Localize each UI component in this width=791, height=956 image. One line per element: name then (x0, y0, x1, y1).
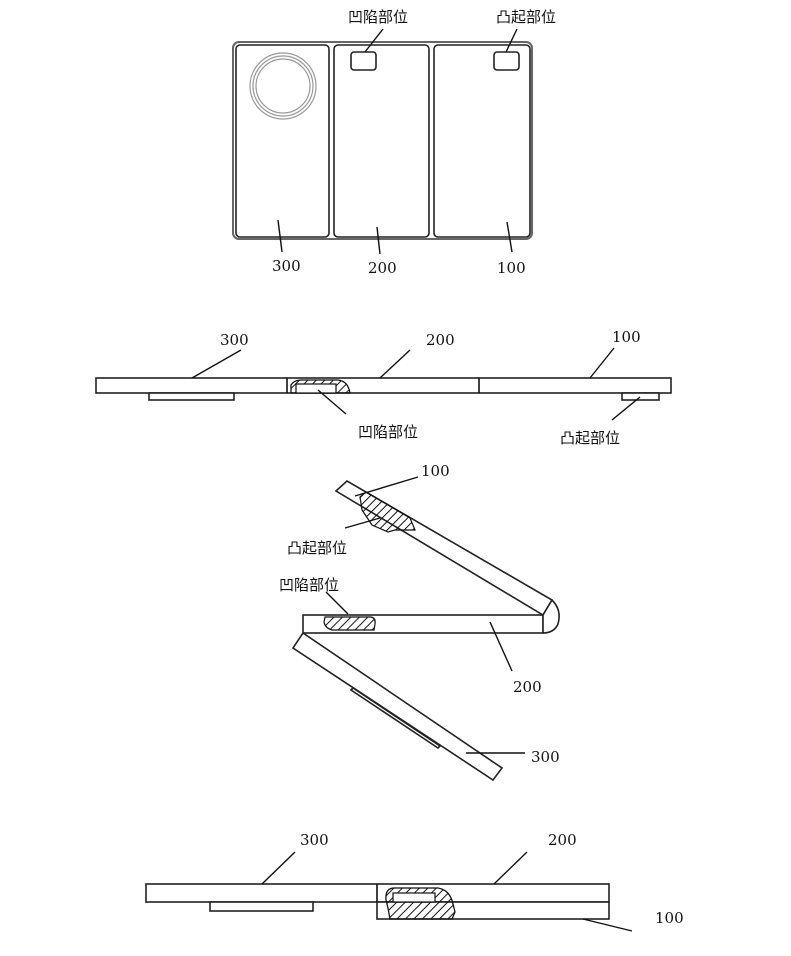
label-300: 300 (300, 831, 329, 849)
label-200: 200 (513, 678, 542, 696)
recess-part (323, 616, 376, 631)
label-100: 100 (655, 909, 684, 927)
label-300: 300 (531, 748, 560, 766)
label-100: 100 (612, 328, 641, 346)
fig4-folded-view: 300 200 100 (145, 831, 684, 932)
bump-part (621, 392, 660, 401)
label-bump: 凸起部位 (560, 429, 620, 447)
label-bump: 凸起部位 (287, 539, 347, 557)
fig3-folding-view: 100 凸起部位 凹陷部位 200 300 (279, 462, 560, 782)
label-200: 200 (368, 259, 397, 277)
leader-line (317, 389, 347, 415)
bump-part-square (493, 51, 520, 71)
label-bump: 凸起部位 (496, 8, 556, 26)
panel-200 (333, 44, 430, 238)
camera-module-300 (148, 392, 235, 401)
leader-line (493, 851, 528, 885)
leader-line (506, 221, 513, 253)
hinge-cap (542, 598, 560, 634)
fig2-unfolded-side-view: 300 200 100 凹陷部位 凸起部位 (95, 328, 672, 447)
label-100: 100 (497, 259, 526, 277)
leader-line (505, 28, 518, 53)
camera-module-300 (209, 901, 314, 912)
fig1-top-view: 凹陷部位 凸起部位 300 200 100 (232, 8, 556, 277)
bump-part (359, 491, 416, 533)
label-300: 300 (272, 257, 301, 275)
leader-line (277, 219, 283, 253)
leader-line (611, 396, 641, 421)
panel-300 (235, 44, 330, 238)
label-100: 100 (421, 462, 450, 480)
leader-line (354, 476, 419, 497)
label-300: 300 (220, 331, 249, 349)
panel-100 (433, 44, 531, 238)
label-recess: 凹陷部位 (348, 8, 408, 26)
leader-line (325, 591, 349, 615)
leader-line (191, 349, 242, 379)
leader-line (489, 621, 513, 672)
label-recess: 凹陷部位 (358, 423, 418, 441)
panel-300 (291, 631, 504, 782)
leader-line (582, 918, 633, 932)
leader-line (376, 226, 381, 255)
camera-ring (249, 52, 317, 120)
camera-module-300 (349, 686, 442, 750)
leader-line (589, 347, 615, 379)
leader-line (344, 517, 381, 529)
label-recess: 凹陷部位 (279, 576, 339, 594)
strip (95, 377, 672, 394)
label-200: 200 (548, 831, 577, 849)
label-200: 200 (426, 331, 455, 349)
leader-line (379, 349, 411, 379)
recess-part-square (350, 51, 377, 71)
leader-line (261, 851, 296, 885)
device-outline (232, 41, 533, 240)
leader-line (364, 28, 384, 53)
